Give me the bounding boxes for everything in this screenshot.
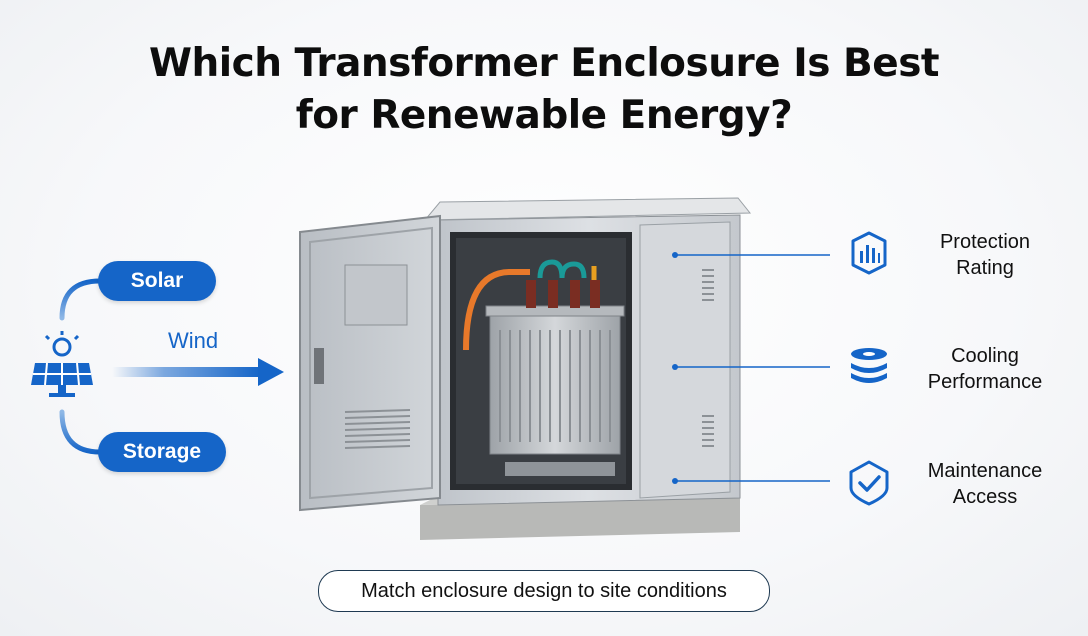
shield-check-icon: [849, 460, 889, 506]
feature-protection-line-1: Protection: [939, 231, 1031, 253]
wind-label: Wind: [168, 328, 219, 353]
title-line-2: for Renewable Energy?: [295, 93, 793, 138]
solar-panel-icon: [31, 331, 93, 397]
feature-cooling-performance: Cooling Performance: [845, 343, 1075, 423]
title-line-1: Which Transformer Enclosure Is Best: [148, 41, 940, 86]
storage-pill: Storage: [98, 432, 226, 472]
stacked-discs-icon: [851, 348, 887, 383]
feature-cooling-line-2: Performance: [927, 371, 1043, 393]
feature-protection-line-2: Rating: [956, 257, 1014, 279]
feature-maintenance-line-1: Maintenance: [927, 460, 1043, 482]
solar-pill: Solar: [98, 261, 216, 301]
panel-bars-icon: [851, 231, 887, 275]
feature-cooling-line-1: Cooling: [951, 345, 1019, 367]
footer-caption: Match enclosure design to site condition…: [318, 570, 770, 612]
feature-maintenance-access: Maintenance Access: [845, 458, 1075, 538]
page-title: Which Transformer Enclosure Is Best for …: [0, 38, 1088, 142]
transformer-enclosure-illustration: [299, 197, 752, 540]
feature-maintenance-line-2: Access: [952, 486, 1018, 508]
feature-protection-rating: Protection Rating: [845, 229, 1075, 309]
left-connectors: [31, 278, 284, 455]
